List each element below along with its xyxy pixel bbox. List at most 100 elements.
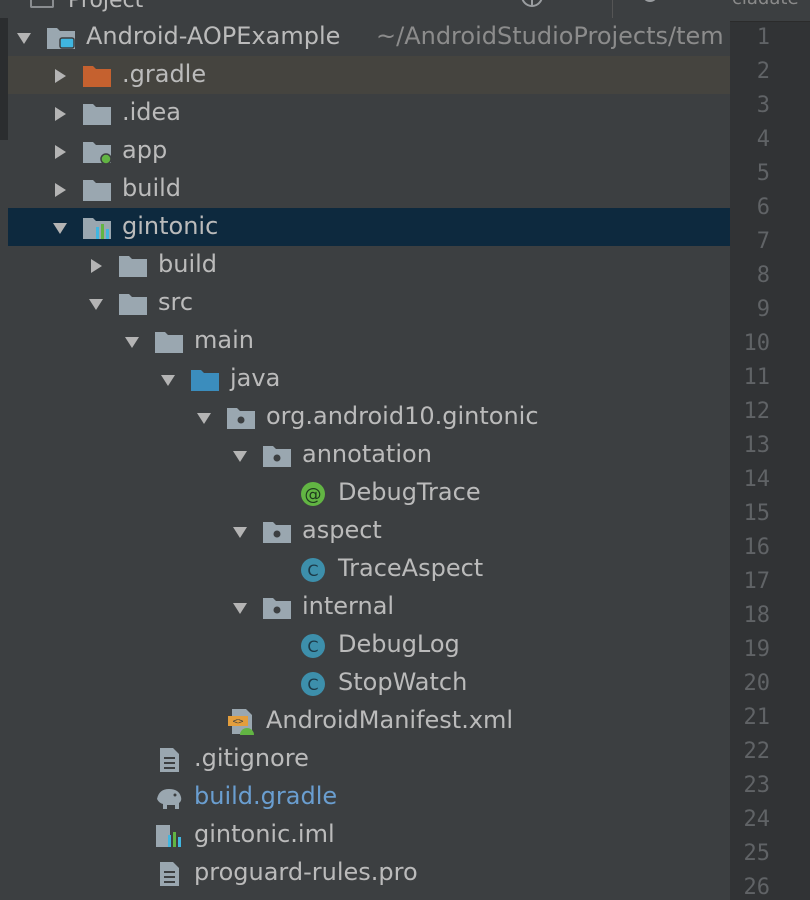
line-number: 15: [743, 501, 771, 526]
class-icon: C: [301, 634, 325, 658]
chevron-down-icon[interactable]: [160, 372, 176, 388]
tree-row[interactable]: C StopWatch: [8, 664, 730, 702]
library-module-icon: [83, 218, 111, 239]
folder-icon: [119, 256, 147, 277]
tree-item-label: org.android10.gintonic: [266, 402, 539, 430]
line-number: 9: [756, 297, 770, 322]
line-number: 13: [743, 433, 771, 458]
editor-tab-strip[interactable]: cladate: [730, 0, 810, 22]
text-file-icon: [160, 748, 179, 772]
chevron-down-icon[interactable]: [124, 334, 140, 350]
tree-item-label: .idea: [122, 98, 182, 126]
tree-item-label: src: [158, 288, 194, 316]
tree-row[interactable]: .gradle: [8, 56, 730, 94]
tree-item-label: build: [122, 174, 182, 202]
line-number: 20: [743, 671, 771, 696]
chevron-right-icon[interactable]: [52, 144, 68, 160]
locate-icon[interactable]: [520, 0, 544, 10]
chevron-down-icon[interactable]: [196, 410, 212, 426]
tree-row[interactable]: org.android10.gintonic: [8, 398, 730, 436]
tree-row[interactable]: main: [8, 322, 730, 360]
class-icon: C: [301, 558, 325, 582]
tree-row[interactable]: build: [8, 246, 730, 284]
tree-row[interactable]: build.gradle: [8, 778, 730, 816]
svg-text:C: C: [307, 561, 318, 580]
panel-title[interactable]: Project: [68, 0, 144, 13]
collapse-all-icon[interactable]: [574, 0, 598, 10]
chevron-down-icon[interactable]: [232, 524, 248, 540]
line-number: 2: [756, 59, 770, 84]
line-number: 3: [756, 93, 770, 118]
tree-item-label: app: [122, 136, 168, 164]
project-tree[interactable]: Android-AOPExample ~/AndroidStudioProject…: [8, 18, 730, 900]
line-number: 11: [743, 365, 771, 390]
tree-row[interactable]: build: [8, 170, 730, 208]
chevron-down-icon[interactable]: [88, 296, 104, 312]
tree-row[interactable]: app: [8, 132, 730, 170]
module-file-icon: [156, 825, 181, 847]
chevron-right-icon[interactable]: [52, 68, 68, 84]
line-number: 21: [743, 705, 771, 730]
tree-row[interactable]: gintonic.iml: [8, 816, 730, 854]
line-number: 5: [756, 161, 770, 186]
tree-row[interactable]: gintonic: [8, 208, 730, 246]
tree-item-label: DebugTrace: [338, 478, 481, 506]
tree-row[interactable]: aspect: [8, 512, 730, 550]
chevron-right-icon[interactable]: [88, 258, 104, 274]
project-module-icon: [47, 28, 75, 49]
tree-item-label: aspect: [302, 516, 382, 544]
android-manifest-icon: <>: [228, 709, 254, 735]
gear-icon[interactable]: [638, 0, 662, 10]
editor-gutter: cladate 12345678910111213141516171819202…: [730, 0, 810, 900]
tree-row[interactable]: @ DebugTrace: [8, 474, 730, 512]
tree-item-label: annotation: [302, 440, 432, 468]
line-number: 26: [743, 875, 771, 900]
folder-icon: [119, 294, 147, 315]
chevron-down-icon[interactable]: [232, 600, 248, 616]
tree-row[interactable]: src: [8, 284, 730, 322]
class-icon: C: [301, 672, 325, 696]
tree-row[interactable]: .gitignore: [8, 740, 730, 778]
tree-row[interactable]: <>AndroidManifest.xml: [8, 702, 730, 740]
svg-text:C: C: [307, 675, 318, 694]
chevron-right-icon[interactable]: [52, 106, 68, 122]
line-number: 10: [743, 331, 771, 356]
line-number: 14: [743, 467, 771, 492]
tree-row[interactable]: .idea: [8, 94, 730, 132]
editor-tab-label[interactable]: cladate: [732, 0, 799, 9]
chevron-right-icon[interactable]: [52, 182, 68, 198]
tree-item-label: Android-AOPExample: [86, 22, 341, 50]
line-number: 12: [743, 399, 771, 424]
project-path: ~/AndroidStudioProjects/tem: [376, 22, 724, 50]
tree-item-label: build.gradle: [194, 782, 338, 810]
chevron-down-icon[interactable]: [232, 448, 248, 464]
tree-item-label: .gradle: [122, 60, 207, 88]
tree-row[interactable]: java: [8, 360, 730, 398]
tree-row[interactable]: annotation: [8, 436, 730, 474]
project-panel-header: Project: [0, 0, 730, 18]
line-number: 8: [756, 263, 770, 288]
line-number: 7: [756, 229, 770, 254]
tree-item-label: internal: [302, 592, 395, 620]
tree-row[interactable]: Android-AOPExample ~/AndroidStudioProject…: [8, 18, 730, 56]
text-file-icon: [160, 862, 179, 886]
package-icon: [263, 522, 291, 543]
chevron-down-icon[interactable]: [16, 30, 32, 46]
line-number: 24: [743, 807, 771, 832]
tree-item-label: StopWatch: [338, 668, 468, 696]
tree-item-label: main: [194, 326, 254, 354]
line-number: 16: [743, 535, 771, 560]
tree-item-label: java: [230, 364, 281, 392]
gradle-elephant-icon: [157, 789, 182, 809]
package-icon: [227, 408, 255, 429]
source-folder-icon: [191, 370, 219, 391]
tree-row[interactable]: proguard-rules.pro: [8, 854, 730, 892]
chevron-down-icon[interactable]: [52, 220, 68, 236]
line-number: 25: [743, 841, 771, 866]
annotation-icon: @: [301, 482, 325, 506]
tree-item-label: build: [158, 250, 218, 278]
tree-row[interactable]: internal: [8, 588, 730, 626]
line-number: 1: [756, 25, 770, 50]
